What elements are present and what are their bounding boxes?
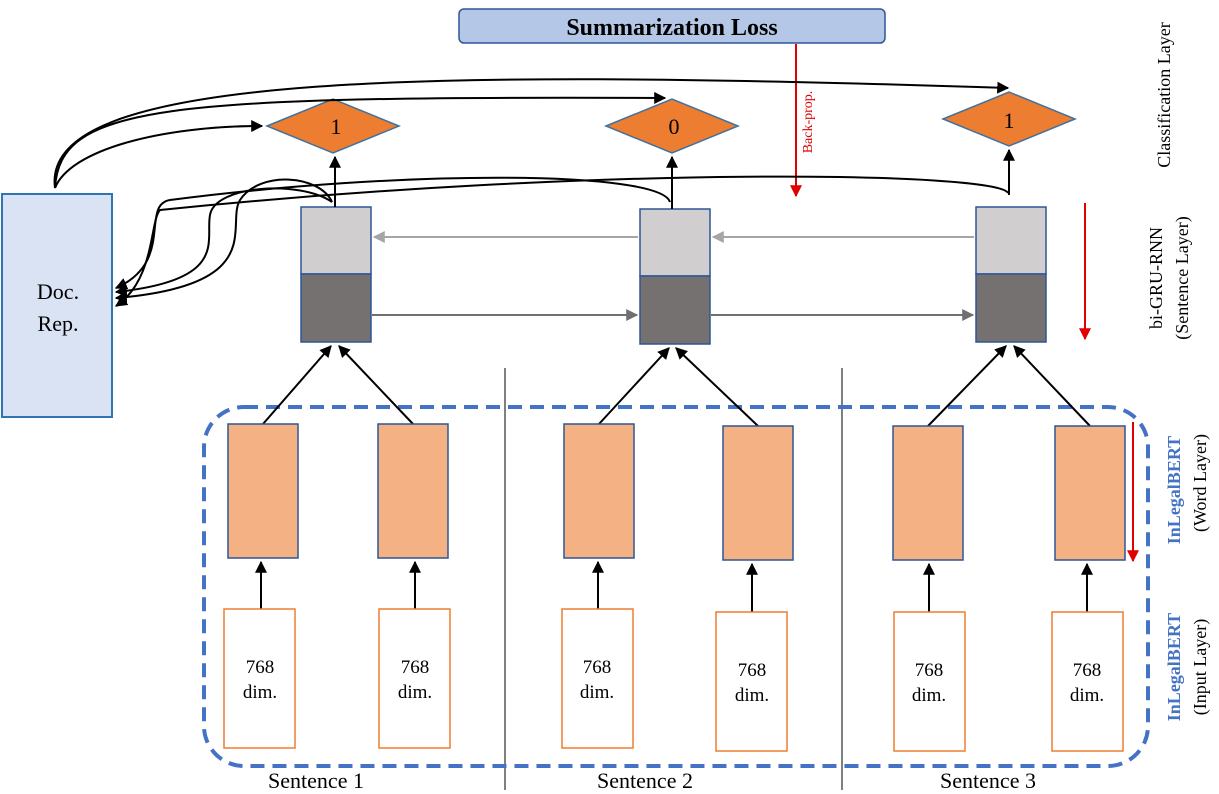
backprop-label: Back-prop. xyxy=(801,91,816,154)
word-embedding-box xyxy=(892,425,964,561)
input-layer-boxes xyxy=(223,608,1124,752)
word-to-gru-arrows xyxy=(262,345,1091,427)
classification-value: 1 xyxy=(1004,108,1015,133)
word-embedding-box xyxy=(227,423,299,559)
doc-rep-line1: Doc. xyxy=(37,279,79,304)
summarization-loss-label: Summarization Loss xyxy=(566,15,777,41)
input-dim-unit: dim. xyxy=(912,685,946,706)
input-token-labels: 768 dim. 768 dim. 768 dim. 768 dim. 768 … xyxy=(243,657,1104,706)
gru-cell-3 xyxy=(975,206,1047,343)
classification-output-1: 1 xyxy=(265,98,401,154)
input-dim-value: 768 xyxy=(401,657,430,678)
word-layer-label-2: (Word Layer) xyxy=(1190,434,1211,532)
doc-rep-to-classification-arrows xyxy=(53,78,1010,189)
gru-to-classification-arrows xyxy=(329,148,1015,209)
doc-rep-line2: Rep. xyxy=(38,311,79,336)
input-token-box xyxy=(561,608,634,749)
input-dim-unit: dim. xyxy=(398,682,432,703)
input-token-box xyxy=(1051,611,1124,752)
inlegalbert-region xyxy=(202,405,1150,768)
classification-output-3: 1 xyxy=(941,91,1077,147)
sentence-to-doc-rep-arrows xyxy=(114,175,1009,307)
input-dim-value: 768 xyxy=(246,657,275,678)
input-token-box xyxy=(378,608,451,749)
input-token-box xyxy=(223,608,296,749)
word-layer-label-1: InLegalBERT xyxy=(1164,436,1184,544)
sentence-layer-label-1: bi-GRU-RNN xyxy=(1146,227,1166,329)
sentence-layer-label-2: (Sentence Layer) xyxy=(1172,216,1193,339)
input-dim-unit: dim. xyxy=(243,682,277,703)
sentence-label-2: Sentence 2 xyxy=(597,768,693,793)
summarization-loss-box xyxy=(458,8,886,44)
word-embedding-box xyxy=(1054,425,1126,561)
sentence-labels: Sentence 1 Sentence 2 Sentence 3 xyxy=(268,768,1036,793)
input-dim-value: 768 xyxy=(915,660,944,681)
classification-layer-label: Classification Layer xyxy=(1154,22,1174,167)
word-embedding-box xyxy=(722,425,794,561)
input-token-box xyxy=(715,611,788,752)
input-dim-value: 768 xyxy=(1073,660,1102,681)
input-dim-unit: dim. xyxy=(735,685,769,706)
input-dim-unit: dim. xyxy=(580,682,614,703)
word-layer-boxes xyxy=(227,423,1126,561)
classification-output-2: 0 xyxy=(604,98,740,154)
doc-rep-box xyxy=(1,193,113,418)
sentence-label-1: Sentence 1 xyxy=(268,768,364,793)
input-dim-unit: dim. xyxy=(1070,685,1104,706)
input-layer-label-2: (Input Layer) xyxy=(1190,619,1211,715)
gru-cell-2 xyxy=(639,208,711,345)
classification-value: 0 xyxy=(669,114,680,139)
input-dim-value: 768 xyxy=(738,660,767,681)
classification-value: 1 xyxy=(331,114,342,139)
word-embedding-box xyxy=(377,423,449,559)
gru-cell-1 xyxy=(300,206,372,343)
sentence-label-3: Sentence 3 xyxy=(940,768,1036,793)
word-embedding-box xyxy=(563,423,635,559)
input-dim-value: 768 xyxy=(583,657,612,678)
input-to-word-arrows xyxy=(255,560,1093,612)
input-layer-label-1: InLegalBERT xyxy=(1164,613,1184,721)
input-token-box xyxy=(893,611,966,752)
